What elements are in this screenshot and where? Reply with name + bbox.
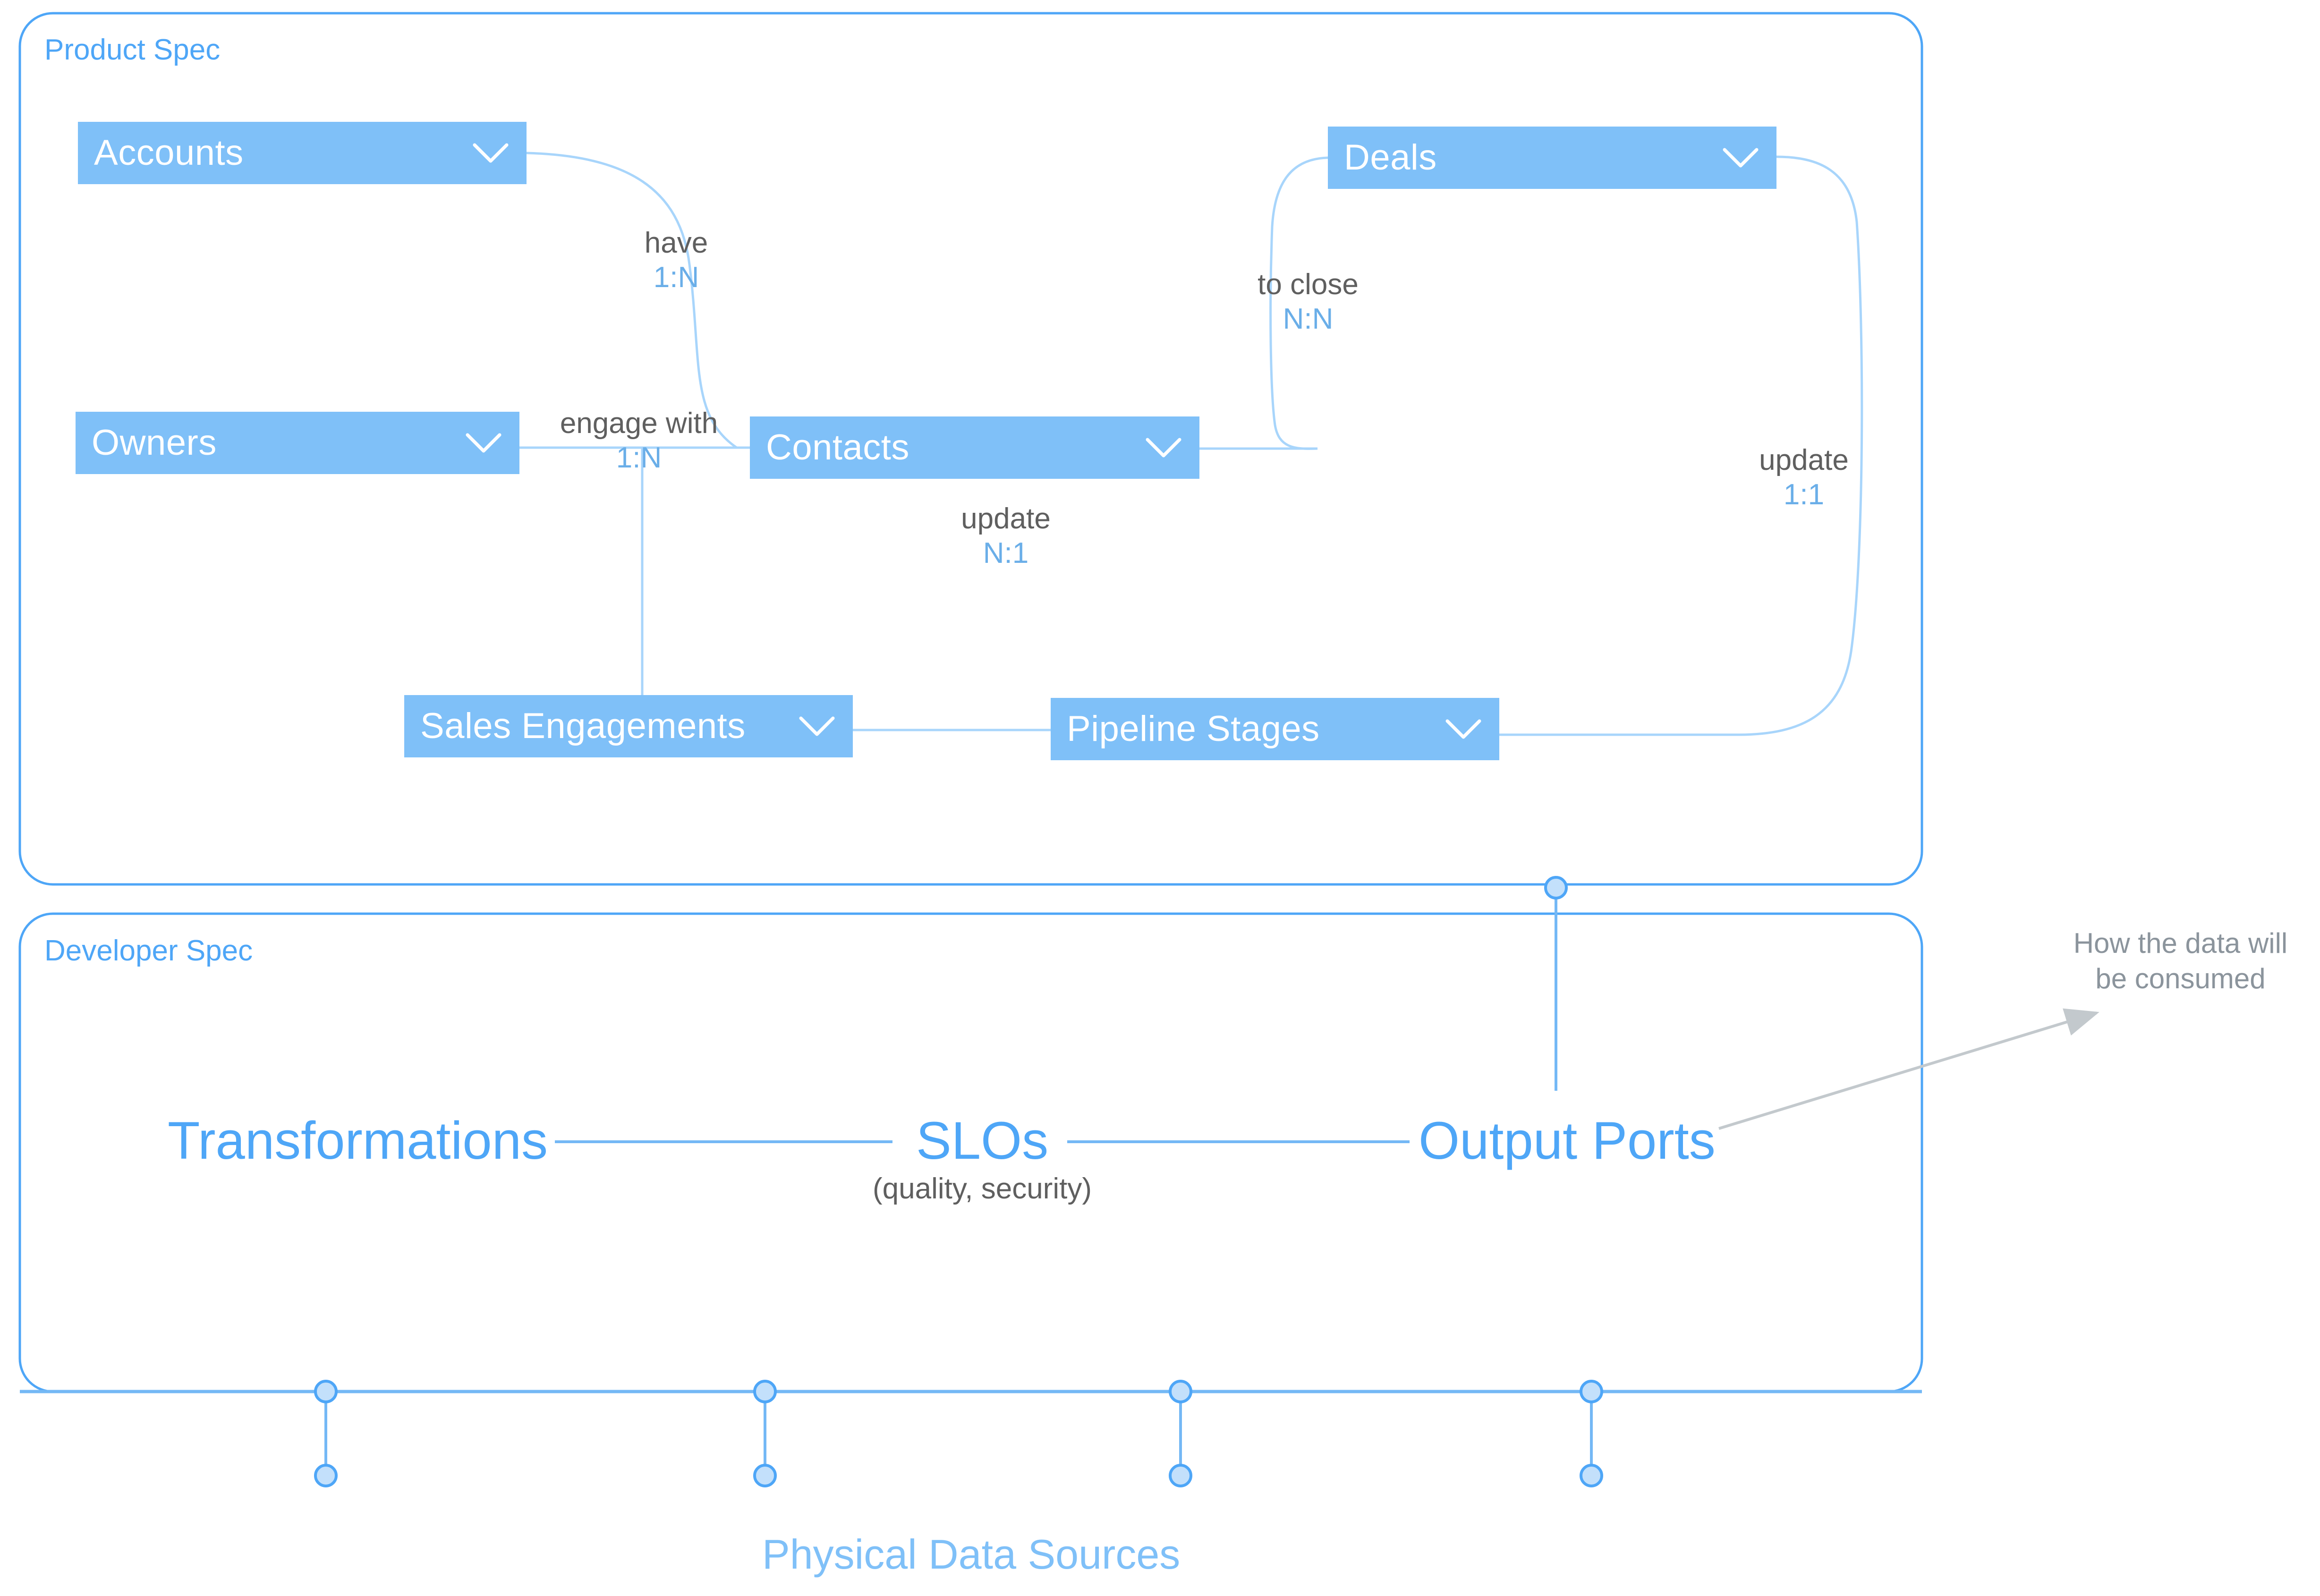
relationship-label-contacts-sales-engagements: update N:1: [911, 501, 1100, 570]
relationship-cardinality: 1:N: [616, 441, 662, 475]
source-port-3: [1169, 1380, 1192, 1487]
relationship-verb: engage with: [560, 407, 718, 440]
edge-accounts-contacts: [525, 152, 738, 449]
relationship-cardinality: 1:1: [1783, 478, 1825, 511]
entity-label-deals: Deals: [1344, 137, 1437, 178]
relationship-verb: update: [961, 502, 1051, 535]
source-ports-group: [314, 1380, 1603, 1487]
entity-contacts[interactable]: Contacts: [750, 416, 1199, 479]
relationship-verb: update: [1759, 444, 1849, 476]
spec-link-port: [1544, 876, 1568, 900]
dev-node-slos-subtitle: (quality, security): [873, 1172, 1092, 1205]
dev-node-transformations[interactable]: Transformations: [168, 1111, 548, 1170]
relationship-cardinality: 1:N: [653, 261, 699, 294]
relationship-label-accounts-contacts: have 1:N: [624, 226, 728, 295]
edge-deals-pipeline-stages: [1498, 155, 1863, 736]
relationship-label-owners-contacts: engage with 1:N: [549, 406, 729, 475]
entity-label-sales-engagements: Sales Engagements: [420, 706, 746, 746]
edge-deals-contacts: [1198, 156, 1329, 450]
annotation-arrow: [1718, 1008, 2099, 1130]
entity-sales-engagements[interactable]: Sales Engagements: [404, 695, 853, 757]
chevron-down-icon[interactable]: [471, 141, 510, 165]
entity-deals[interactable]: Deals: [1328, 127, 1776, 189]
entity-label-accounts: Accounts: [94, 133, 244, 173]
chevron-down-icon[interactable]: [464, 431, 503, 455]
entity-label-pipeline-stages: Pipeline Stages: [1067, 709, 1320, 749]
chevron-down-icon[interactable]: [1444, 717, 1483, 741]
group-title-developer-spec: Developer Spec: [44, 934, 253, 967]
relationship-cardinality: N:N: [1283, 303, 1334, 336]
relationship-verb: to close: [1258, 268, 1359, 301]
entity-label-owners: Owners: [92, 423, 217, 463]
entity-owners[interactable]: Owners: [76, 412, 519, 474]
group-title-product-spec: Product Spec: [44, 34, 221, 66]
group-product-spec-border: [18, 12, 1923, 886]
chevron-down-icon[interactable]: [1144, 436, 1183, 459]
relationship-verb: have: [644, 227, 708, 259]
source-port-1: [314, 1380, 338, 1487]
source-port-2: [753, 1380, 777, 1487]
entity-accounts[interactable]: Accounts: [78, 122, 527, 184]
chevron-down-icon[interactable]: [1721, 146, 1760, 170]
entity-label-contacts: Contacts: [766, 427, 909, 467]
dev-node-output-ports[interactable]: Output Ports: [1419, 1111, 1716, 1170]
annotation-consumption-note: How the data will be consumed: [2073, 927, 2288, 994]
source-port-4: [1580, 1380, 1603, 1487]
relationship-label-deals-pipeline-stages: update 1:1: [1728, 443, 1879, 512]
chevron-down-icon[interactable]: [797, 714, 837, 738]
bottom-title-physical-data-sources: Physical Data Sources: [762, 1531, 1181, 1578]
dev-node-slos[interactable]: SLOs: [916, 1111, 1049, 1170]
relationship-label-deals-contacts: to close N:N: [1242, 267, 1374, 336]
relationship-cardinality: N:1: [983, 537, 1029, 570]
entity-pipeline-stages[interactable]: Pipeline Stages: [1051, 698, 1499, 760]
spec-link-group: [1544, 876, 1568, 1091]
